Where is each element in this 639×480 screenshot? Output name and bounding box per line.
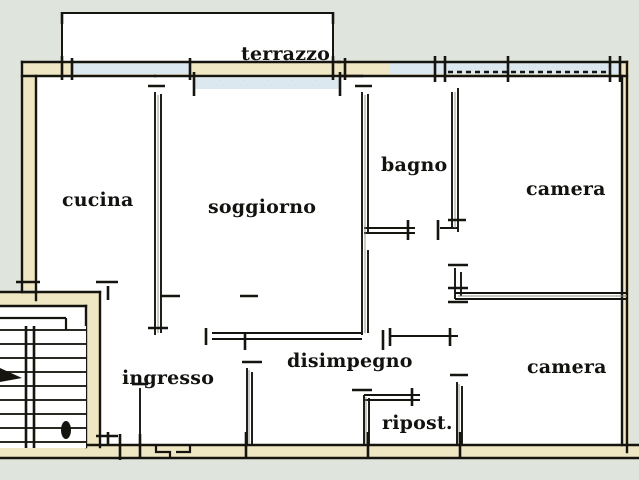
room-label-ingresso: ingresso — [122, 367, 215, 389]
room-label-cucina: cucina — [62, 189, 134, 211]
room-label-terrazzo: terrazzo — [241, 43, 331, 65]
wall-end-ticks — [16, 12, 622, 460]
stair-newel-post — [61, 421, 71, 439]
room-label-camera-1: camera — [526, 178, 606, 200]
staircase — [0, 316, 86, 448]
stair-direction-arrow — [0, 368, 22, 382]
room-label-disimpegno: disimpegno — [287, 350, 413, 372]
room-label-bagno: bagno — [381, 154, 448, 176]
wall-texture — [200, 66, 615, 86]
room-label-ripost: ripost. — [382, 412, 453, 434]
room-label-soggiorno: soggiorno — [208, 196, 317, 218]
room-label-camera-2: camera — [527, 356, 607, 378]
wall-inner-faces — [157, 92, 627, 444]
door-thresholds — [154, 444, 192, 458]
